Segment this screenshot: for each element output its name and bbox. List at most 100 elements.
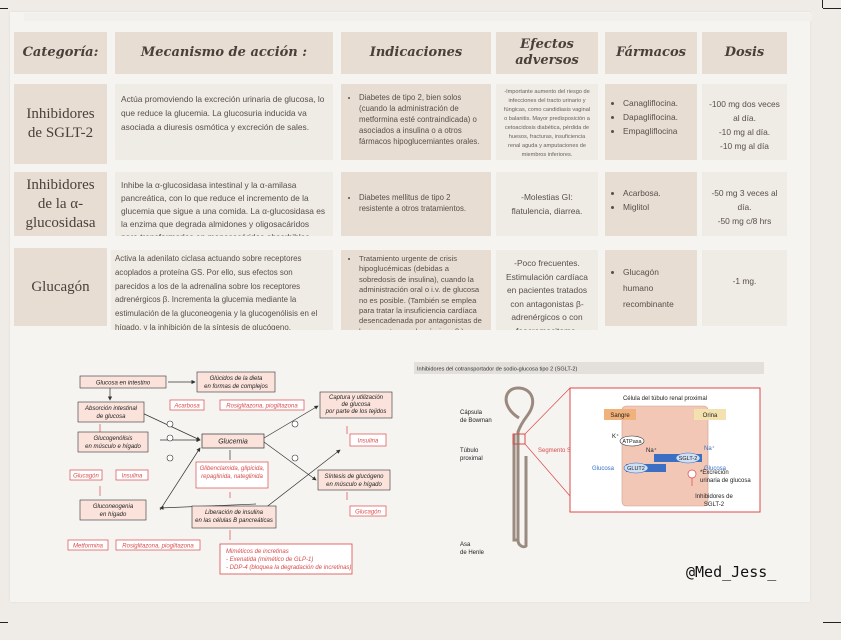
row-sglt2-categoria: Inhibidores de SGLT-2 bbox=[14, 84, 107, 164]
box-glucagon-right: Glucagón bbox=[349, 505, 387, 517]
row-sglt2-efectos: -Importante aumento del riesgo de infecc… bbox=[496, 84, 598, 160]
label-metformina: Metformina bbox=[73, 544, 104, 550]
diagram-title: Inhibidores del cotransportador de sodio… bbox=[417, 367, 577, 373]
label-tubulo-2: proximal bbox=[460, 456, 483, 462]
crop-mark bbox=[822, 0, 823, 8]
farmaco-item: Miglitol bbox=[623, 200, 691, 214]
box-liberacion: Liberación de insulina en las células B … bbox=[191, 505, 277, 529]
dosis-item: -1 mg. bbox=[732, 276, 757, 286]
row-glucagon-farmacos: Glucagón humano recombinante bbox=[605, 250, 697, 326]
label-rosi-pio-1: Rosiglitazona, pioglitazona bbox=[226, 404, 298, 410]
label-inhibidores-1: Inhibidores de bbox=[695, 494, 733, 500]
label-sulfonilureas-1: Glibenclamida, glipicida, bbox=[200, 466, 265, 472]
label-glucagon-right: Glucagón bbox=[355, 510, 381, 516]
label-asa-2: de Henle bbox=[460, 550, 485, 556]
label-glucidos-dieta-2: en formas de complejos bbox=[204, 384, 268, 390]
indicacion-item: Diabetes de tipo 2, bien solos (cuando l… bbox=[359, 92, 485, 147]
header-efectos: Efectos adversos bbox=[496, 32, 598, 74]
box-incretinas: Miméticos de incretinas - Exenatida (mim… bbox=[219, 543, 353, 575]
label-sintesis-1: Síntesis de glucógeno bbox=[324, 474, 384, 480]
row-alfa-indicaciones: Diabetes mellitus de tipo 2 resistente a… bbox=[341, 172, 491, 236]
label-gluconeogenia-1: Gluconeogenia bbox=[93, 504, 134, 510]
farmaco-item: Glucagón humano recombinante bbox=[623, 264, 674, 312]
label-excrecion-1: *Excreción bbox=[700, 470, 729, 476]
box-insulina-left: Insulina bbox=[115, 469, 149, 481]
label-tubulo-1: Túbulo bbox=[460, 448, 479, 454]
label-insulina-right: Insulina bbox=[358, 439, 379, 445]
box-sulfonilureas: Glibenclamida, glipicida, repaglinida, n… bbox=[195, 461, 269, 489]
label-sangre: Sangre bbox=[610, 413, 630, 419]
indicacion-item: Diabetes mellitus de tipo 2 resistente a… bbox=[359, 192, 485, 214]
box-gluconeogenia: Gluconeogenia en hígado bbox=[79, 499, 147, 521]
dosis-item: -100 mg dos veces al día. bbox=[709, 99, 780, 123]
header-mecanismo: Mecanismo de acción : bbox=[115, 32, 333, 74]
row-sglt2-mecanismo: Actúa promoviendo la excreción urinaria … bbox=[115, 84, 333, 160]
label-sintesis-2: en músculo e hígado bbox=[326, 482, 382, 488]
row-glucagon-mecanismo: Activa la adenilato ciclasa actuando sob… bbox=[111, 250, 333, 330]
header-indicaciones: Indicaciones bbox=[341, 32, 491, 74]
box-glucemia: Glucemia bbox=[201, 433, 265, 449]
label-asa-1: Asa bbox=[460, 542, 471, 548]
label-insulina-left: Insulina bbox=[122, 474, 143, 480]
row-glucagon-indicaciones: Tratamiento urgente de crisis hipoglucém… bbox=[341, 250, 491, 330]
header-categoria: Categoría: bbox=[14, 32, 107, 74]
label-glucogenolisis-1: Glucogenólisis bbox=[93, 436, 132, 442]
label-excrecion-2: urinaria de glucosa bbox=[700, 478, 751, 484]
glucose-regulation-diagram: Glucosa en intestino Glúcidos de la diet… bbox=[67, 371, 393, 575]
cell-panel: Célula del túbulo renal proximal Sangre … bbox=[569, 387, 761, 513]
label-glucogenolisis-2: en músculo e hígado bbox=[85, 444, 141, 450]
label-incretinas-2: - DDP-4 (bloquea la degradación de incre… bbox=[226, 565, 351, 571]
box-rosi-pio-2: Rosiglitazona, pioglitazona bbox=[115, 539, 201, 551]
dosis-item: -50 mg c/8 hrs bbox=[717, 216, 772, 226]
row-sglt2-dosis: -100 mg dos veces al día. -10 mg al día.… bbox=[702, 84, 787, 160]
box-glucagon-left: Glucagón bbox=[69, 469, 103, 481]
box-rosi-pio-1: Rosiglitazona, pioglitazona bbox=[219, 399, 305, 411]
top-band bbox=[24, 13, 812, 21]
farmaco-item: Acarbosa. bbox=[623, 186, 691, 200]
box-glucogenolisis: Glucogenólisis en músculo e hígado bbox=[77, 431, 149, 453]
box-sintesis: Síntesis de glucógeno en músculo e hígad… bbox=[317, 469, 391, 491]
label-incretinas-1: - Exenatida (mimético de GLP-1) bbox=[226, 557, 313, 563]
label-glucosa-right: Glucosa bbox=[704, 466, 727, 472]
row-alfa-dosis: -50 mg 3 veces al día. -50 mg c/8 hrs bbox=[702, 172, 787, 236]
crop-mark bbox=[823, 622, 841, 623]
label-incretinas-title: Miméticos de incretinas bbox=[226, 549, 289, 555]
label-segmento: Segmento S1 bbox=[538, 448, 575, 454]
label-capsula-2: de Bowman bbox=[460, 418, 492, 424]
label-glucosa-left: Glucosa bbox=[592, 466, 615, 472]
dosis-item: -10 mg al día bbox=[720, 141, 769, 151]
label-acarbosa: Acarbosa bbox=[173, 404, 200, 410]
label-na-left: Na⁺ bbox=[646, 447, 657, 454]
box-metformina: Metformina bbox=[67, 539, 109, 551]
label-captura-2: de glucosa bbox=[341, 402, 371, 408]
crop-mark bbox=[823, 8, 841, 9]
farmaco-item: Dapagliflocina. bbox=[623, 110, 691, 124]
label-k: K⁺ bbox=[612, 433, 619, 440]
row-alfa-categoria: Inhibidores de la α-glucosidasa bbox=[14, 172, 107, 236]
label-capsula-1: Cápsula bbox=[460, 410, 483, 416]
label-gluconeogenia-2: en hígado bbox=[100, 512, 127, 518]
header-farmacos: Fármacos bbox=[605, 32, 697, 74]
label-sulfonilureas-2: repaglinida, nateglinida bbox=[201, 474, 263, 480]
box-acarbosa: Acarbosa bbox=[169, 399, 205, 411]
row-glucagon-categoria: Glucagón bbox=[14, 248, 107, 326]
label-glut2: GLUT2 bbox=[627, 466, 645, 472]
row-alfa-mecanismo: Inhibe la α-glucosidasa intestinal y la … bbox=[115, 172, 333, 236]
row-glucagon-dosis: -1 mg. bbox=[702, 250, 787, 326]
label-glucemia: Glucemia bbox=[218, 439, 248, 446]
nephron bbox=[504, 386, 535, 549]
farmaco-item: Canagliflocina. bbox=[623, 96, 691, 110]
dosis-item: -50 mg 3 veces al día. bbox=[711, 188, 778, 212]
crop-mark bbox=[0, 622, 8, 623]
dosis-item: -10 mg al día. bbox=[718, 127, 771, 137]
label-orina: Orina bbox=[703, 413, 718, 419]
label-rosi-pio-2: Rosiglitazona, pioglitazona bbox=[122, 544, 194, 550]
label-captura-3: por parte de los tejidos bbox=[325, 409, 387, 415]
label-absorcion-2: de glucosa bbox=[96, 414, 126, 420]
crop-mark bbox=[0, 8, 8, 9]
label-inhibidores-2: SGLT-2 bbox=[704, 502, 725, 508]
diagram-title-bar bbox=[414, 362, 764, 374]
label-sglt2: SGLT-2 bbox=[679, 456, 698, 462]
box-captura: Captura y utilización de glucosa por par… bbox=[319, 391, 393, 419]
row-alfa-farmacos: Acarbosa. Miglitol bbox=[605, 172, 697, 236]
